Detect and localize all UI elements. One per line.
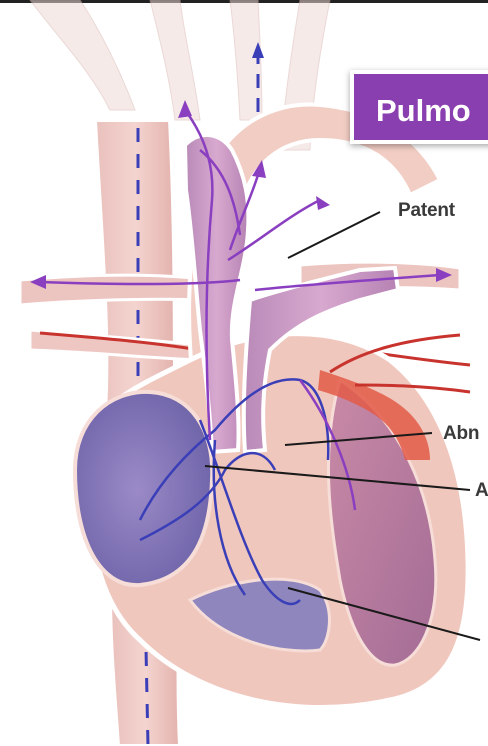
label-patent: Patent — [398, 200, 455, 222]
label-abn: Abn — [443, 423, 479, 445]
right-atrium — [75, 392, 212, 585]
title-banner: Pulmo — [350, 70, 488, 144]
label-a: A — [475, 480, 488, 502]
